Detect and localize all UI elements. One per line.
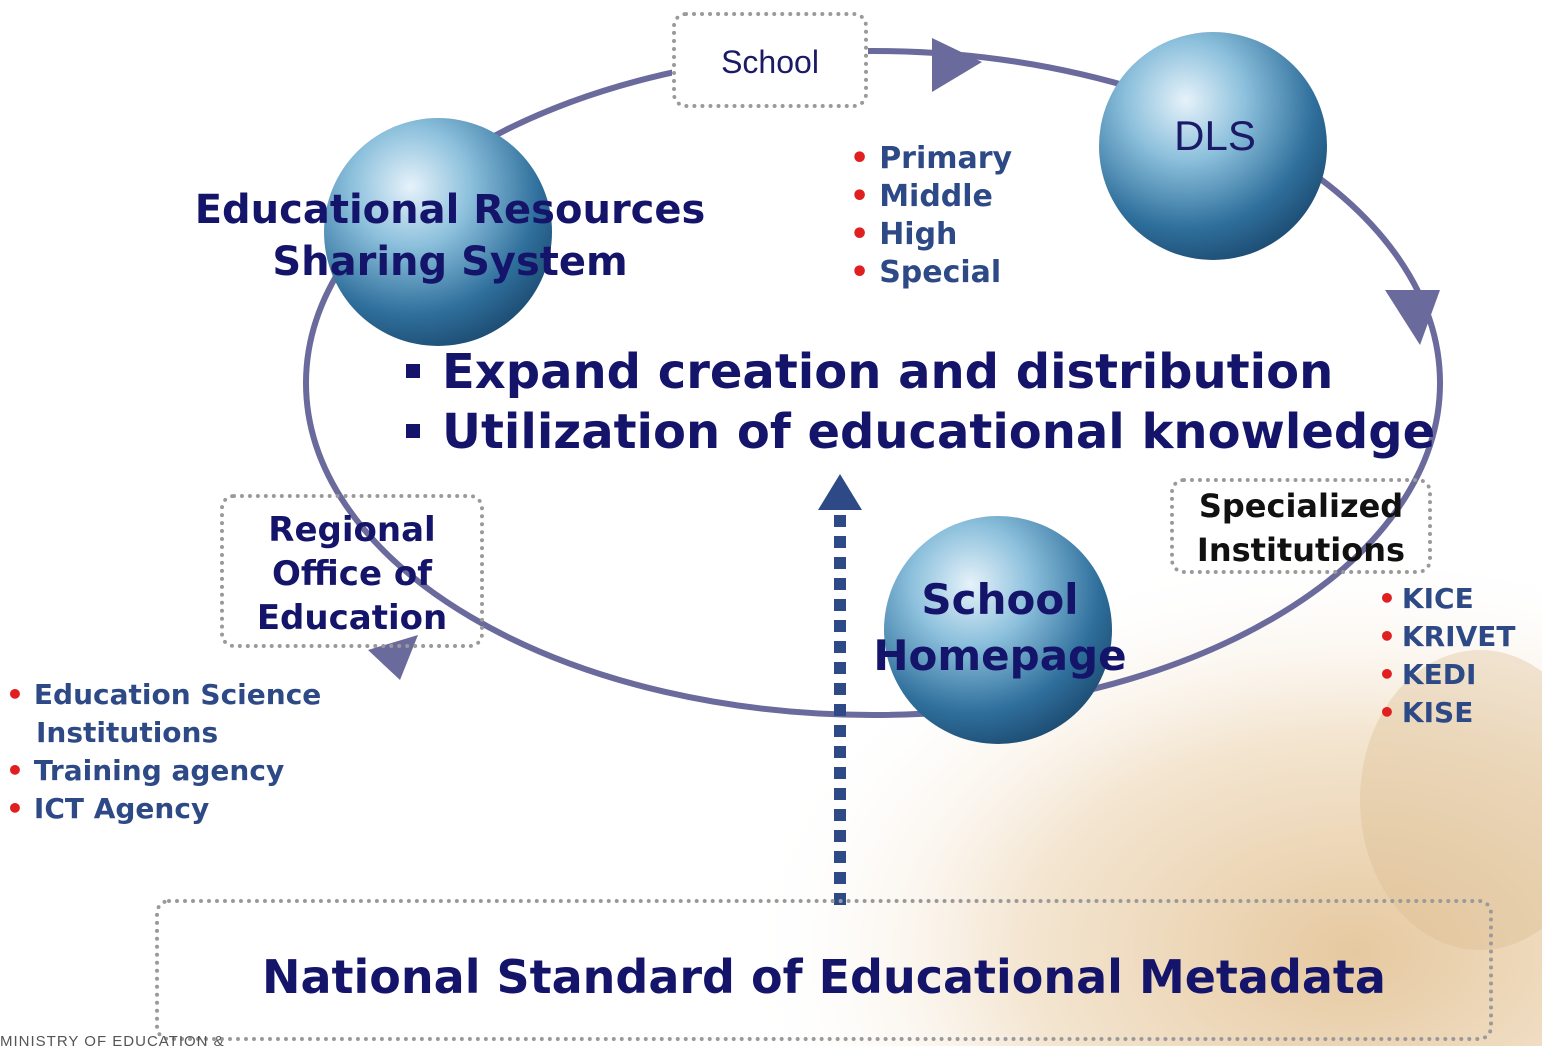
bullet-dot-icon: • bbox=[1378, 582, 1396, 615]
cycle-ellipse bbox=[303, 48, 1443, 718]
school-levels-list: •Primary •Middle •High •Special bbox=[850, 140, 1012, 292]
center-point: Utilization of educational knowledge bbox=[402, 402, 1435, 462]
school-box bbox=[672, 12, 868, 108]
list-item: •ICT Agency bbox=[6, 792, 210, 825]
dls-label: DLS bbox=[1174, 112, 1256, 159]
metadata-label: National Standard of Educational Metadat… bbox=[262, 950, 1386, 1004]
regional-label-line1: Regional bbox=[268, 510, 436, 550]
bullet-dot-icon: • bbox=[6, 678, 24, 711]
bullet-dot-icon: • bbox=[6, 792, 24, 825]
list-item: •KICE bbox=[1378, 582, 1474, 615]
bullet-dot-icon: • bbox=[1378, 620, 1396, 653]
footer-ministry: MINISTRY OF EDUCATION & bbox=[0, 1033, 225, 1050]
ers-label-line1: Educational Resources bbox=[194, 187, 706, 233]
dls-sphere bbox=[1099, 32, 1327, 260]
list-item: •Special bbox=[850, 255, 1002, 290]
bullet-dot-icon: • bbox=[6, 754, 24, 787]
regional-label: Regional Office of Education bbox=[220, 508, 484, 640]
bullet-dot-icon: • bbox=[850, 217, 870, 252]
ers-sphere bbox=[324, 118, 552, 346]
specialized-box bbox=[1170, 478, 1432, 574]
square-bullet-icon bbox=[406, 364, 420, 378]
specialized-items-list: •KICE •KRIVET •KEDI •KISE bbox=[1378, 580, 1515, 732]
school-box-label: School bbox=[721, 44, 819, 80]
list-item: •Training agency bbox=[6, 754, 285, 787]
regional-label-line2: Office of bbox=[271, 554, 433, 594]
bullet-dot-icon: • bbox=[850, 179, 870, 214]
list-item: •KISE bbox=[1378, 696, 1474, 729]
list-item: •High bbox=[850, 217, 958, 252]
list-item: •Education Science bbox=[6, 678, 322, 711]
homepage-label-line1: School bbox=[921, 575, 1079, 624]
arrowhead-right bbox=[1385, 290, 1440, 345]
center-point: Expand creation and distribution bbox=[402, 342, 1435, 402]
list-item: •KEDI bbox=[1378, 658, 1477, 691]
specialized-label-line1: Specialized bbox=[1198, 487, 1404, 525]
regional-box bbox=[220, 494, 484, 648]
list-item: •Middle bbox=[850, 179, 993, 214]
square-bullet-icon bbox=[406, 424, 420, 438]
ers-label: Educational Resources Sharing System bbox=[160, 184, 740, 288]
center-points: Expand creation and distribution Utiliza… bbox=[402, 342, 1435, 462]
bullet-dot-icon: • bbox=[850, 141, 870, 176]
background-shape bbox=[1360, 650, 1542, 950]
bullet-dot-icon: • bbox=[1378, 658, 1396, 691]
homepage-label-line2: Homepage bbox=[873, 631, 1127, 680]
specialized-label: Specialized Institutions bbox=[1170, 484, 1432, 572]
list-item: •KRIVET bbox=[1378, 620, 1516, 653]
bullet-dot-icon: • bbox=[1378, 696, 1396, 729]
arrowhead-top bbox=[932, 38, 982, 92]
list-item: Institutions bbox=[36, 716, 219, 749]
specialized-label-line2: Institutions bbox=[1196, 531, 1406, 569]
regional-items-list: •Education Science Institutions •Trainin… bbox=[6, 676, 321, 828]
list-item: •Primary bbox=[850, 141, 1013, 176]
arrowhead-up bbox=[818, 474, 862, 510]
ers-label-line2: Sharing System bbox=[272, 239, 628, 285]
bullet-dot-icon: • bbox=[850, 255, 870, 290]
homepage-sphere bbox=[884, 516, 1112, 744]
metadata-box bbox=[155, 899, 1493, 1041]
homepage-label: School Homepage bbox=[850, 572, 1150, 684]
regional-label-line3: Education bbox=[256, 598, 448, 638]
